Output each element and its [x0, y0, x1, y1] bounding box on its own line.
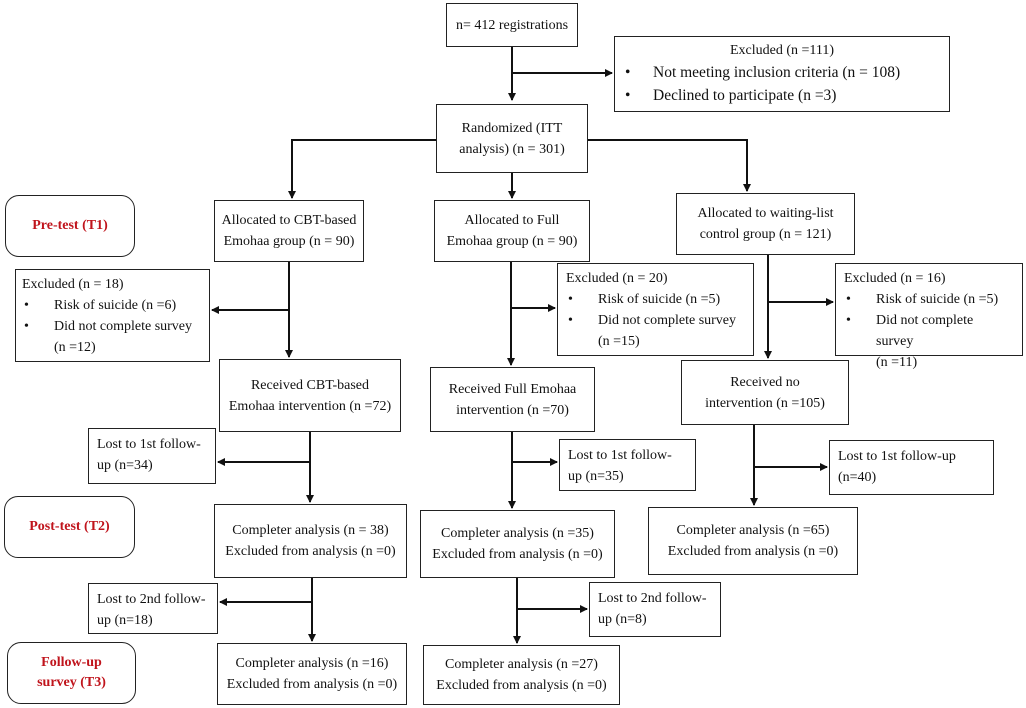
waiting-completer1-box: Completer analysis (n =65) Excluded from… [648, 507, 858, 575]
cbt-completer1-box: Completer analysis (n = 38) Excluded fro… [214, 504, 407, 578]
excluded-top-list: Not meeting inclusion criteria (n = 108)… [623, 61, 941, 107]
registrations-text: n= 412 registrations [455, 17, 569, 33]
cbt-excluded-list: Risk of suicide (n =6) Did not complete … [22, 295, 203, 337]
cbt-excluded-item: Did not complete survey [22, 316, 203, 337]
cbt-excluded-extra: (n =12) [54, 340, 96, 355]
stage-posttest: Post-test (T2) [4, 496, 135, 558]
full-lost2-box: Lost to 2nd follow- up (n=8) [589, 582, 721, 637]
full-lost1-box: Lost to 1st follow- up (n=35) [559, 439, 696, 491]
cbt-lost1-box: Lost to 1st follow- up (n=34) [88, 428, 216, 484]
excluded-top-item: Declined to participate (n =3) [623, 84, 941, 107]
full-allocated-box: Allocated to Full Emohaa group (n = 90) [434, 200, 590, 262]
excluded-top-item: Not meeting inclusion criteria (n = 108) [623, 61, 941, 84]
randomized-box: Randomized (ITT analysis) (n = 301) [436, 104, 588, 173]
full-excluded-item: Risk of suicide (n =5) [566, 289, 745, 310]
cbt-excluded-box: Excluded (n = 18) Risk of suicide (n =6)… [15, 269, 210, 362]
stage-pretest: Pre-test (T1) [5, 195, 135, 257]
full-excluded-list: Risk of suicide (n =5) Did not complete … [566, 289, 745, 331]
cbt-completer2-box: Completer analysis (n =16) Excluded from… [217, 643, 407, 705]
randomized-line1: Randomized (ITT [461, 120, 563, 136]
excluded-top-box: Excluded (n =111) Not meeting inclusion … [614, 36, 950, 112]
cbt-lost2-box: Lost to 2nd follow- up (n=18) [88, 583, 218, 634]
waiting-excluded-item: Risk of suicide (n =5) [844, 289, 1014, 310]
registrations-box: n= 412 registrations [446, 3, 578, 47]
waiting-excluded-box: Excluded (n = 16) Risk of suicide (n =5)… [835, 263, 1023, 370]
waiting-excluded-extra: (n =11) [876, 355, 918, 370]
full-completer2-box: Completer analysis (n =27) Excluded from… [423, 645, 620, 705]
stage-followup: Follow-up survey (T3) [7, 642, 136, 704]
full-received-box: Received Full Emohaa intervention (n =70… [430, 367, 595, 432]
cbt-received-box: Received CBT-based Emohaa intervention (… [219, 359, 401, 432]
waiting-lost1-box: Lost to 1st follow-up (n=40) [829, 440, 994, 495]
full-excluded-title: Excluded (n = 20) [566, 271, 668, 286]
full-completer1-box: Completer analysis (n =35) Excluded from… [420, 510, 615, 578]
arrow-randomized-to-cbt [288, 139, 436, 199]
randomized-line2: analysis) (n = 301) [459, 141, 565, 157]
waiting-received-box: Received no intervention (n =105) [681, 360, 849, 425]
cbt-excluded-title: Excluded (n = 18) [22, 277, 124, 292]
cbt-allocated-box: Allocated to CBT-based Emohaa group (n =… [214, 200, 364, 262]
arrow-randomized-to-waiting [588, 139, 751, 192]
full-excluded-item: Did not complete survey [566, 310, 745, 331]
full-excluded-box: Excluded (n = 20) Risk of suicide (n =5)… [557, 263, 754, 356]
full-excluded-extra: (n =15) [598, 334, 640, 349]
waiting-excluded-item: Did not complete survey [844, 310, 1014, 352]
excluded-top-title: Excluded (n =111) [729, 43, 835, 58]
waiting-excluded-list: Risk of suicide (n =5) Did not complete … [844, 289, 1014, 352]
waiting-allocated-box: Allocated to waiting-list control group … [676, 193, 855, 255]
waiting-excluded-title: Excluded (n = 16) [844, 271, 946, 286]
cbt-excluded-item: Risk of suicide (n =6) [22, 295, 203, 316]
